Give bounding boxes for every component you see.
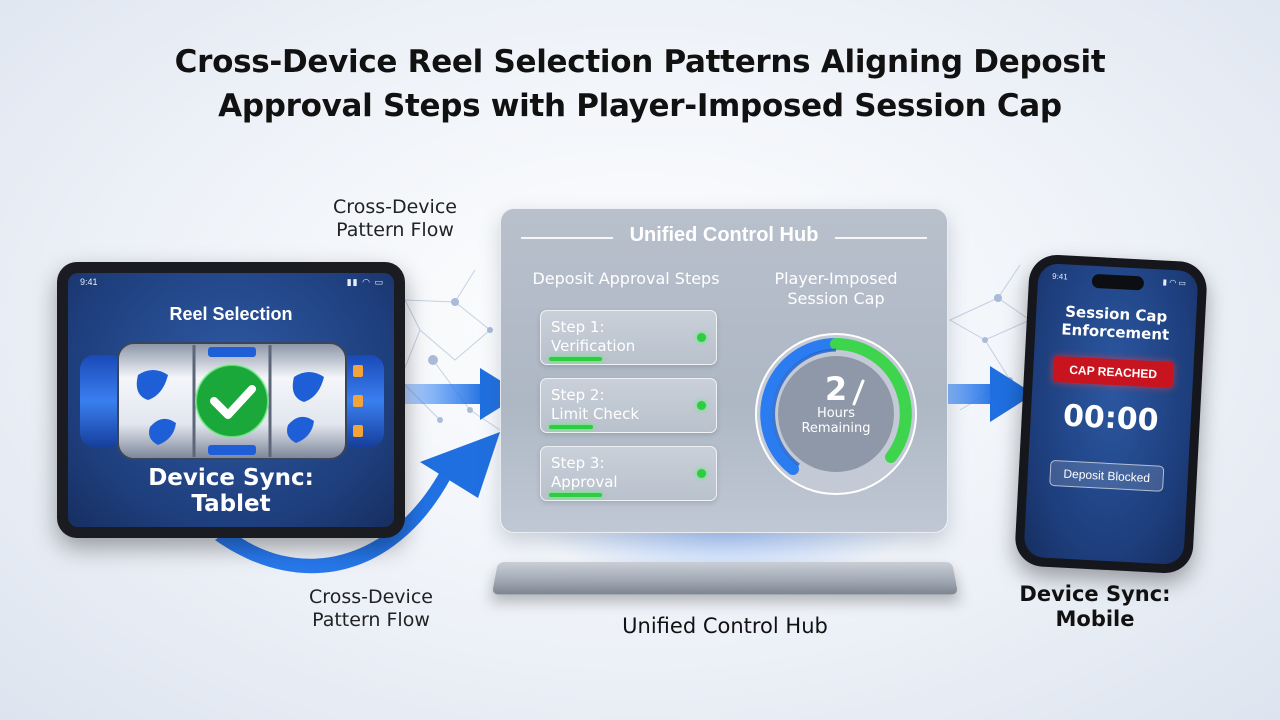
phone-status-icons: ▮ ◠ ▭ bbox=[1162, 277, 1187, 288]
step-card-approval[interactable]: Step 3: Approval bbox=[540, 446, 717, 501]
flow-label-top-line-1: Cross-Device bbox=[333, 196, 457, 218]
hub-pedestal bbox=[491, 562, 959, 595]
step-number: Step 3: bbox=[551, 454, 605, 472]
status-dot-icon bbox=[697, 401, 706, 410]
step-number: Step 2: bbox=[551, 386, 605, 404]
phone-caption: Device Sync: Mobile bbox=[1010, 582, 1180, 632]
check-circle-icon bbox=[196, 365, 268, 437]
deposit-steps-heading: Deposit Approval Steps bbox=[532, 269, 720, 288]
step-card-limit-check[interactable]: Step 2: Limit Check bbox=[540, 378, 717, 433]
flow-label-top: Cross-Device Pattern Flow bbox=[320, 196, 470, 242]
page-title: Cross-Device Reel Selection Patterns Ali… bbox=[0, 40, 1280, 128]
status-dot-icon bbox=[697, 333, 706, 342]
session-cap-gauge bbox=[755, 333, 917, 495]
gauge-value: 2 bbox=[824, 370, 848, 408]
flow-label-bottom-line-1: Cross-Device bbox=[309, 586, 433, 608]
tablet-sync-label: Device Sync: Tablet bbox=[68, 465, 394, 517]
tablet-device: 9:41 ▮▮ ◠ ▭ Reel Selection bbox=[57, 262, 405, 538]
tablet-screen: 9:41 ▮▮ ◠ ▭ Reel Selection bbox=[68, 273, 394, 527]
mobile-device: 9:41 ▮ ◠ ▭ Session Cap Enforcement CAP R… bbox=[1013, 253, 1209, 575]
status-dot-icon bbox=[697, 469, 706, 478]
slot-reel-icon bbox=[80, 342, 384, 460]
step-number: Step 1: bbox=[551, 318, 605, 336]
hub-title-rule-left bbox=[521, 237, 613, 239]
tablet-sync-line-1: Device Sync: bbox=[148, 465, 314, 491]
mobile-screen: 9:41 ▮ ◠ ▭ Session Cap Enforcement CAP R… bbox=[1023, 263, 1199, 565]
tablet-sync-line-2: Tablet bbox=[191, 491, 271, 517]
tablet-status-icons: ▮▮ ◠ ▭ bbox=[346, 277, 384, 287]
gauge-unit-line-2: Remaining bbox=[801, 421, 871, 436]
session-cap-heading: Player-Imposed Session Cap bbox=[756, 269, 916, 309]
step-progress-bar bbox=[549, 493, 602, 497]
phone-caption-line-2: Mobile bbox=[1055, 607, 1135, 631]
phone-caption-line-1: Device Sync: bbox=[1019, 582, 1171, 606]
step-card-verification[interactable]: Step 1: Verification bbox=[540, 310, 717, 365]
gauge-unit: Hours Remaining bbox=[791, 406, 881, 436]
session-cap-heading-line-2: Session Cap bbox=[787, 289, 885, 308]
deposit-blocked-button[interactable]: Deposit Blocked bbox=[1049, 459, 1165, 492]
network-dots-right bbox=[982, 294, 1013, 383]
step-label: Step 2: Limit Check bbox=[551, 386, 639, 424]
page-title-line-1: Cross-Device Reel Selection Patterns Ali… bbox=[174, 44, 1106, 80]
tablet-heading: Reel Selection bbox=[169, 304, 293, 324]
network-dots-left bbox=[428, 298, 493, 423]
step-progress-bar bbox=[549, 357, 602, 361]
hub-title: Unified Control Hub bbox=[629, 224, 819, 246]
phone-notch bbox=[1091, 273, 1145, 291]
step-title: Limit Check bbox=[551, 405, 640, 423]
step-title: Approval bbox=[551, 473, 618, 491]
flow-label-bottom-line-2: Pattern Flow bbox=[312, 609, 430, 631]
step-title: Verification bbox=[551, 337, 636, 355]
step-label: Step 3: Approval bbox=[551, 454, 618, 492]
flow-label-top-line-2: Pattern Flow bbox=[336, 219, 454, 241]
gauge-arc-green bbox=[830, 338, 912, 463]
arrow-curved-flow bbox=[215, 432, 500, 574]
step-label: Step 1: Verification bbox=[551, 318, 635, 356]
gauge-arc-blue bbox=[760, 338, 842, 475]
gauge-unit-line-1: Hours bbox=[816, 406, 856, 421]
phone-heading: Session Cap Enforcement bbox=[1035, 301, 1197, 345]
flow-label-bottom: Cross-Device Pattern Flow bbox=[296, 586, 446, 632]
hub-caption: Unified Control Hub bbox=[622, 614, 828, 638]
session-cap-heading-line-1: Player-Imposed bbox=[774, 269, 898, 288]
gauge-needle bbox=[852, 379, 865, 406]
step-progress-bar bbox=[549, 425, 593, 429]
unified-control-hub-panel: Unified Control Hub Deposit Approval Ste… bbox=[500, 208, 948, 533]
session-timer: 00:00 bbox=[1062, 398, 1160, 439]
tablet-status-time: 9:41 bbox=[80, 277, 98, 287]
phone-status-time: 9:41 bbox=[1051, 271, 1068, 282]
page-title-line-2: Approval Steps with Player-Imposed Sessi… bbox=[218, 88, 1062, 124]
cap-reached-badge: CAP REACHED bbox=[1052, 355, 1174, 389]
hub-title-rule-right bbox=[835, 237, 927, 239]
